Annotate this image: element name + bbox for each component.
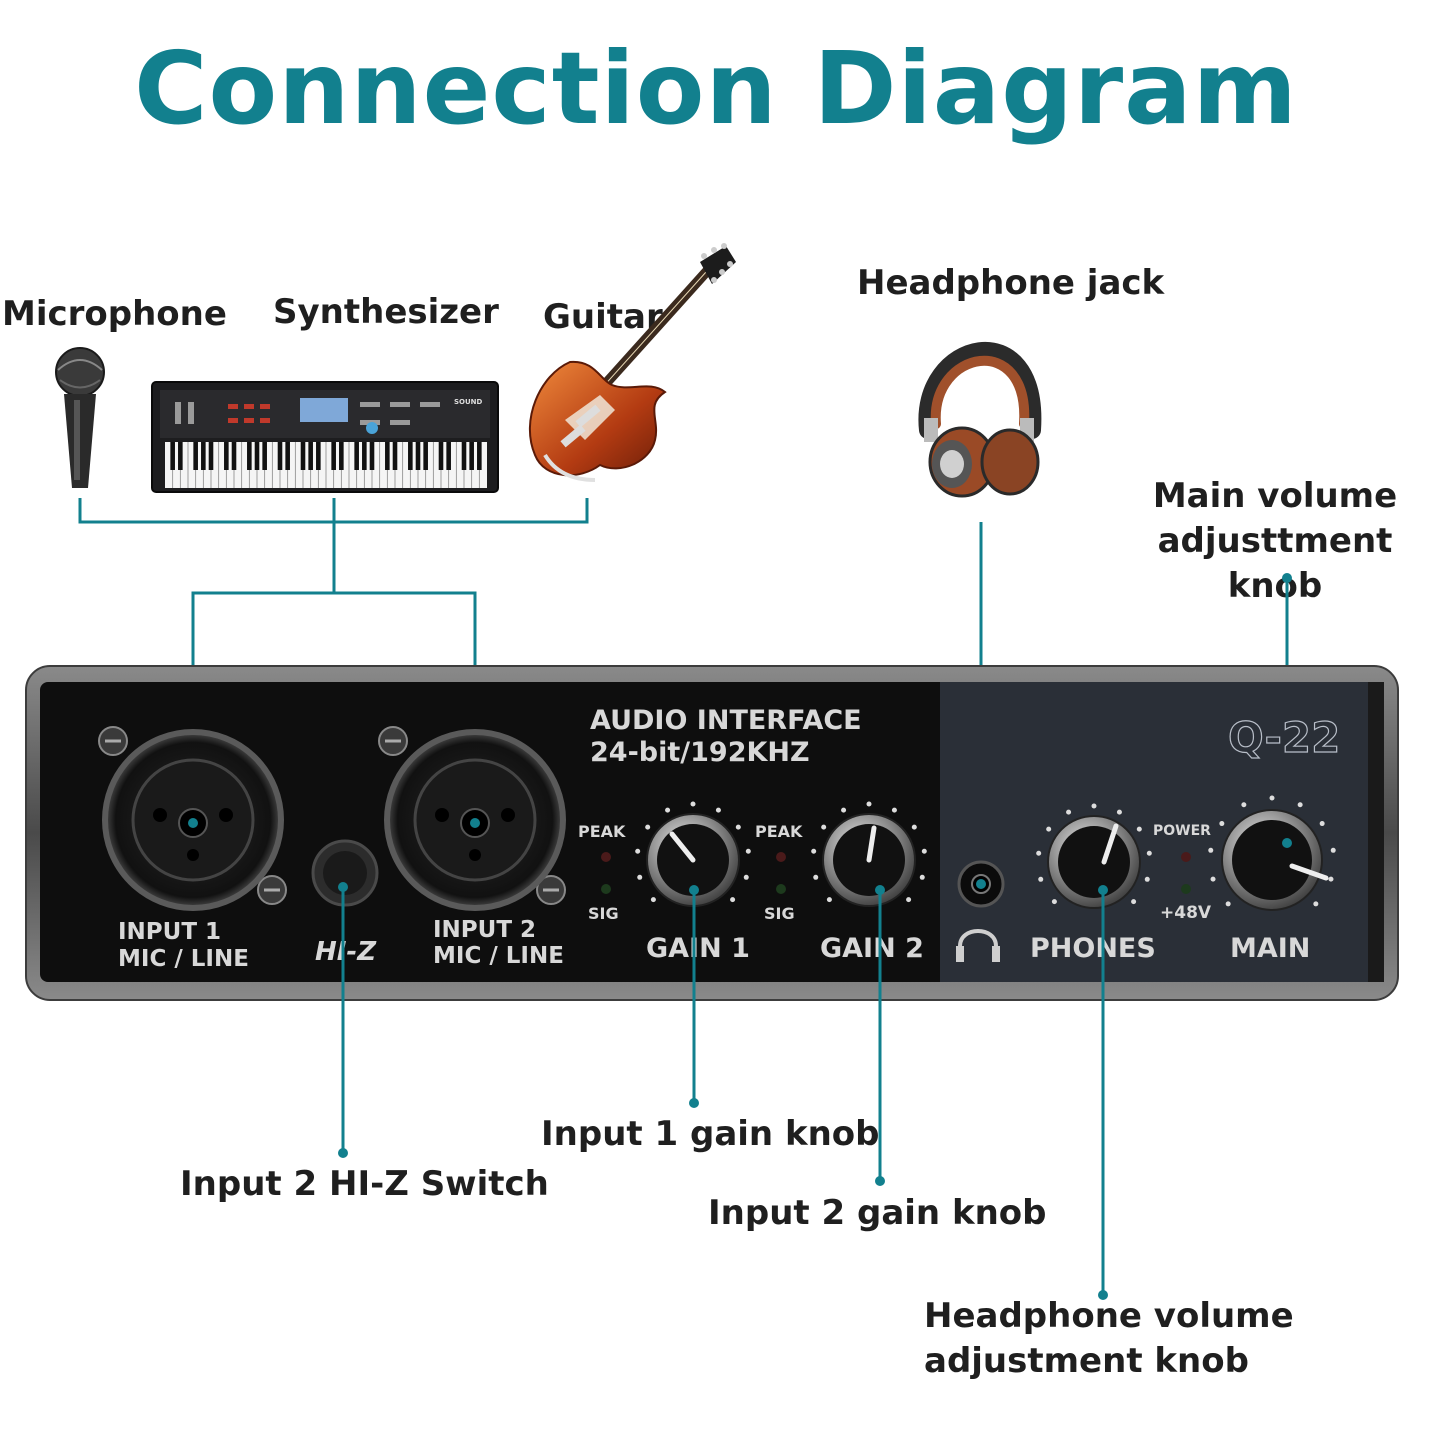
phones-label: PHONES [1030,933,1156,964]
hi-z-label: HI-Z [315,937,377,967]
device-header-line2: 24-bit/192KHZ [590,737,810,768]
main-volume-callout: Main volume adjusttment knob [1152,476,1398,606]
input2-leds [776,852,786,894]
input1-label-line1: INPUT 1 [118,919,221,945]
device-header-line1: AUDIO INTERFACE [590,705,862,736]
power-leds [1181,852,1191,894]
headphone-jack-label: Headphone jack [857,263,1165,303]
input1-combo-jack[interactable] [98,726,287,911]
gain2-knob[interactable] [822,813,916,907]
gain1-label: GAIN 1 [646,933,750,964]
model-name: Q-22 [1228,713,1340,762]
gain1-knob[interactable] [646,813,740,907]
hi-z-switch-callout: Input 2 HI-Z Switch [180,1164,549,1204]
peak2-label: PEAK [755,822,803,841]
microphone-icon [55,347,105,488]
microphone-label: Microphone [2,294,227,334]
phantom-label: +48V [1160,903,1212,923]
hi-z-switch[interactable] [311,839,379,907]
synthesizer-icon: SOUND [151,381,499,493]
input2-label-line2: MIC / LINE [433,943,564,969]
power-label: POWER [1153,823,1211,839]
headphone-symbol-icon [956,929,1000,962]
headphone-volume-callout: Headphone volume adjustment knob [924,1296,1294,1381]
headphones-icon [918,341,1042,498]
input2-gain-callout: Input 2 gain knob [708,1193,1047,1233]
input2-label-line1: INPUT 2 [433,917,536,943]
callout-lines [188,573,1292,1300]
sig2-label: SIG [764,904,795,923]
peak1-label: PEAK [578,822,626,841]
input1-gain-callout: Input 1 gain knob [541,1114,880,1154]
input1-label-line2: MIC / LINE [118,946,249,972]
main-volume-knob[interactable] [1221,809,1329,911]
gain2-label: GAIN 2 [820,933,924,964]
input1-leds [601,852,611,894]
phones-volume-knob[interactable] [1047,815,1141,909]
sig1-label: SIG [588,904,619,923]
synthesizer-label: Synthesizer [273,292,499,332]
guitar-label: Guitar [543,297,663,337]
main-label: MAIN [1230,933,1310,964]
synth-brand-text: SOUND [454,398,483,406]
guitar-icon [529,243,736,482]
page-title: Connection Diagram [134,30,1298,147]
